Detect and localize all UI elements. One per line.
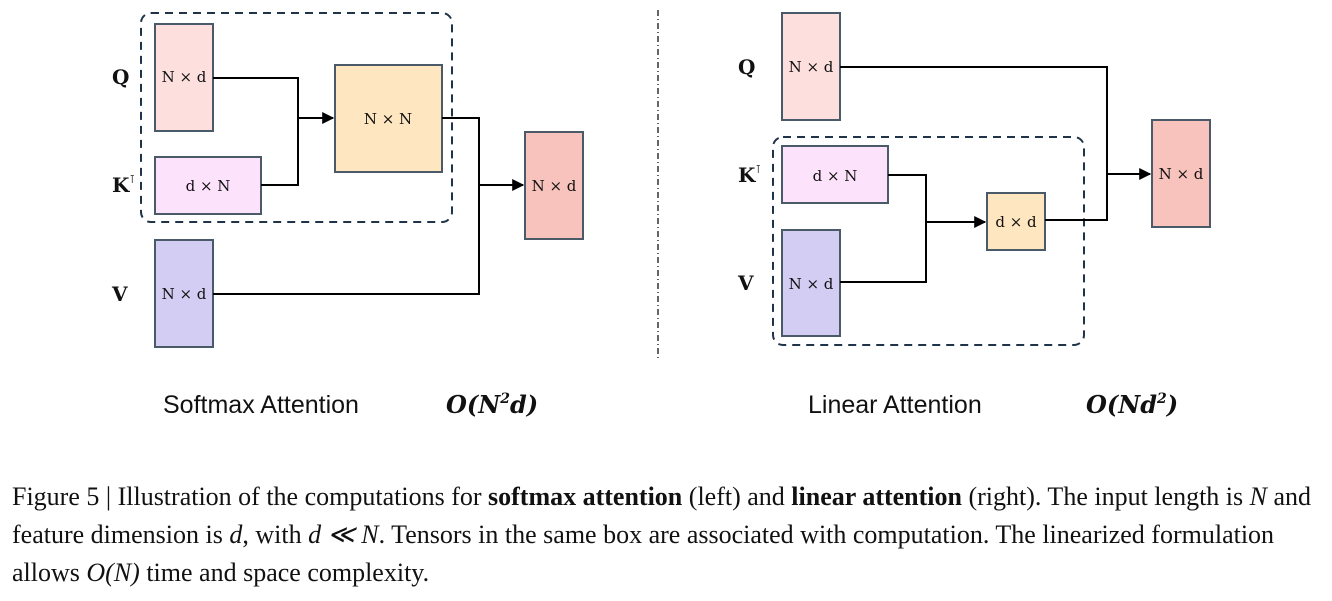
- row-label-q: Q: [112, 65, 129, 89]
- caption-text: and feature dimension is: [12, 482, 1312, 549]
- kt-wire: [840, 174, 927, 283]
- v-matrix-label: N × d: [162, 285, 207, 303]
- kt-matrix-label: d × N: [186, 177, 231, 195]
- figure-caption: Figure 5 | Illustration of the computati…: [12, 478, 1324, 592]
- caption-text: Figure 5 | Illustration of the computati…: [12, 482, 489, 511]
- kt-matrix-box: [154, 156, 262, 215]
- v-matrix-box: [781, 229, 841, 337]
- q-matrix-box: [154, 23, 214, 132]
- v-matrix-label: N × d: [789, 275, 834, 293]
- q-matrix-label: N × d: [162, 68, 207, 86]
- row-label-v: V: [111, 282, 128, 306]
- linear-attention-panel: Q K⊺ V N × d d × N N × d d × d N × d Lin…: [737, 12, 1211, 419]
- attention-matrix-box: [334, 64, 443, 173]
- kt-matrix-box: [781, 145, 889, 204]
- q-wire: [213, 77, 299, 186]
- output-matrix-label: N × d: [1159, 165, 1204, 183]
- caption-text: time and space complexity.: [139, 558, 430, 587]
- caption-complexity: O(N): [86, 558, 140, 587]
- caption-text: (right). The input length is: [961, 482, 1250, 511]
- caption-var-n: N: [1249, 482, 1267, 511]
- kt-matrix-label: d × N: [813, 167, 858, 185]
- caption-text: , with: [242, 520, 309, 549]
- caption-relation: d ≪ N: [308, 520, 379, 549]
- attention-diagram: Q K⊺ V N × d d × N N × d N × N N × d Sof…: [111, 10, 1211, 419]
- caption-var-d: d: [229, 520, 243, 549]
- attn-wire: [213, 117, 480, 295]
- linear-complexity: O(Nd2): [1086, 390, 1178, 419]
- q-wire: [840, 66, 1108, 221]
- row-label-kt: K⊺: [112, 173, 135, 197]
- compute-group-box: [772, 136, 1085, 346]
- attention-matrix-label: N × N: [364, 110, 412, 128]
- linear-attention-title: Linear Attention: [808, 391, 982, 419]
- row-label-v: V: [737, 271, 754, 295]
- output-matrix-box: [1151, 119, 1211, 228]
- kv-matrix-box: [986, 192, 1046, 251]
- softmax-attention-panel: Q K⊺ V N × d d × N N × d N × N N × d Sof…: [111, 12, 584, 419]
- q-matrix-label: N × d: [789, 58, 834, 76]
- output-matrix-label: N × d: [532, 177, 577, 195]
- caption-softmax-attention: softmax attention: [488, 482, 683, 511]
- caption-text: . Tensors in the same box are associated…: [12, 520, 1275, 587]
- output-matrix-box: [524, 131, 584, 240]
- row-label-kt: K⊺: [738, 163, 761, 187]
- caption-text: (left) and: [682, 482, 792, 511]
- caption-linear-attention: linear attention: [791, 482, 962, 511]
- softmax-complexity: O(N2d): [446, 390, 538, 419]
- softmax-attention-title: Softmax Attention: [163, 391, 359, 419]
- row-label-q: Q: [738, 55, 755, 79]
- compute-group-box: [140, 12, 453, 223]
- kv-matrix-label: d × d: [995, 213, 1037, 231]
- q-matrix-box: [781, 12, 841, 121]
